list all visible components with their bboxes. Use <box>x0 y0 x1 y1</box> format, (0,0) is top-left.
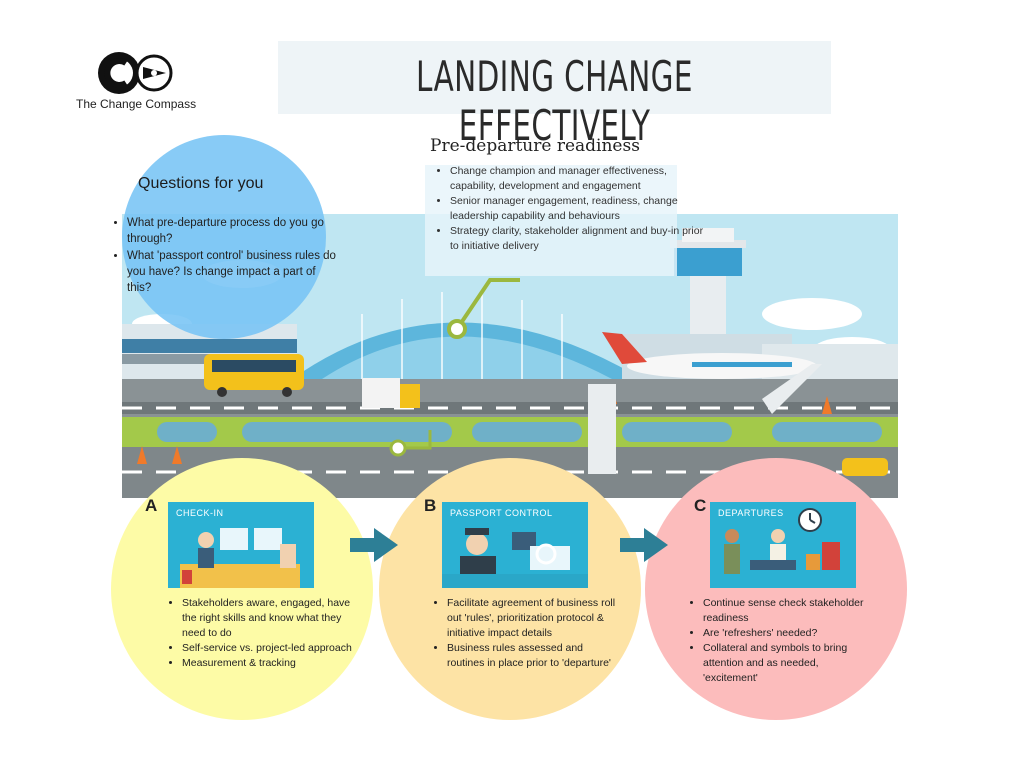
stage-c-circle <box>645 458 907 720</box>
list-item: Self-service vs. project-led approach <box>182 641 352 656</box>
stage-a-list: Stakeholders aware, engaged, have the ri… <box>168 596 352 671</box>
bus-icon <box>204 354 304 397</box>
stage-b-letter: B <box>424 496 437 515</box>
arrow-right-icon <box>620 528 668 562</box>
list-item: Business rules assessed and routines in … <box>447 641 617 671</box>
check-in-panel: CHECK-IN <box>168 502 314 588</box>
departures-icon <box>724 508 840 574</box>
connector-lines <box>389 278 520 457</box>
departures-label: DEPARTURES <box>718 508 784 518</box>
pre-departure-list: Change champion and manager effectivenes… <box>436 164 710 254</box>
title-background <box>278 41 831 114</box>
questions-heading: Questions for you <box>138 175 264 192</box>
questions-circle <box>122 135 326 339</box>
list-item: What pre-departure process do you go thr… <box>127 215 339 247</box>
stage-b-circle <box>379 458 641 720</box>
logo-caption: The Change Compass <box>76 97 197 111</box>
list-item: Are 'refreshers' needed? <box>703 626 873 641</box>
stage-a-circle <box>111 458 373 720</box>
change-compass-logo <box>98 52 173 94</box>
list-item: Stakeholders aware, engaged, have the ri… <box>182 596 352 641</box>
list-item: Continue sense check stakeholder readine… <box>703 596 873 626</box>
list-item: Senior manager engagement, readiness, ch… <box>450 194 710 224</box>
stage-a-letter: A <box>145 496 158 515</box>
pre-departure-panel <box>425 165 677 276</box>
page-title: LANDING CHANGE EFFECTIVELY <box>416 52 693 150</box>
departures-panel: DEPARTURES <box>710 502 856 588</box>
stage-c-letter: C <box>694 496 707 515</box>
check-in-label: CHECK-IN <box>176 508 224 518</box>
stage-b-list: Facilitate agreement of business roll ou… <box>433 596 617 671</box>
list-item: Collateral and symbols to bring attentio… <box>703 641 873 686</box>
passport-officer-icon <box>442 528 588 588</box>
list-item: Measurement & tracking <box>182 656 352 671</box>
check-in-icon <box>180 528 300 588</box>
passport-control-label: PASSPORT CONTROL <box>450 508 553 518</box>
pre-departure-heading: Pre-departure readiness <box>430 136 640 156</box>
stage-c-list: Continue sense check stakeholder readine… <box>689 596 873 686</box>
airplane-icon <box>602 332 817 379</box>
arrow-right-icon <box>350 528 398 562</box>
questions-list: What pre-departure process do you go thr… <box>110 215 339 297</box>
truck-icon <box>362 378 420 408</box>
list-item: Facilitate agreement of business roll ou… <box>447 596 617 641</box>
list-item: What 'passport control' business rules d… <box>127 248 339 296</box>
list-item: Strategy clarity, stakeholder alignment … <box>450 224 710 254</box>
passport-control-panel: PASSPORT CONTROL <box>442 502 588 588</box>
list-item: Change champion and manager effectivenes… <box>450 164 710 194</box>
